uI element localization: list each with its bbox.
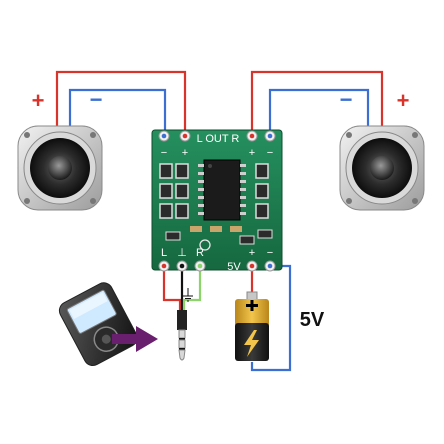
right-input-wire bbox=[182, 266, 202, 312]
power-minus-label: − bbox=[267, 247, 273, 259]
right-speaker-minus-label: − bbox=[340, 87, 353, 112]
right-out-plus-label: + bbox=[249, 147, 255, 159]
output-pads bbox=[158, 130, 276, 142]
speaker-wires bbox=[55, 70, 384, 134]
arrow-right-icon bbox=[112, 326, 158, 352]
amplifier-ic-chip bbox=[198, 159, 246, 221]
input-ground-label: ⊥ bbox=[177, 247, 187, 259]
amplifier-board: L OUT R − + + − bbox=[151, 129, 283, 273]
music-player-icon bbox=[58, 282, 138, 367]
output-label: L OUT R bbox=[197, 133, 240, 145]
right-speaker-negative-wire bbox=[268, 88, 370, 134]
left-speaker-plus-label: + bbox=[32, 88, 45, 113]
power-negative-wire bbox=[250, 264, 292, 372]
input-wires bbox=[162, 266, 202, 312]
power-voltage-label: 5V bbox=[227, 261, 241, 273]
left-speaker-minus-label: − bbox=[90, 87, 103, 112]
left-out-minus-label: − bbox=[161, 147, 167, 159]
left-input-wire bbox=[162, 266, 182, 312]
right-speaker-positive-wire bbox=[250, 70, 384, 134]
smd-components bbox=[159, 163, 273, 251]
input-pads bbox=[158, 260, 276, 272]
audio-jack-icon bbox=[177, 310, 187, 361]
battery-icon bbox=[235, 291, 269, 361]
input-right-label: R bbox=[196, 247, 204, 259]
right-speaker bbox=[339, 125, 425, 211]
left-speaker-positive-wire bbox=[55, 70, 187, 134]
left-speaker-negative-wire bbox=[68, 88, 167, 134]
power-plus-label: + bbox=[249, 247, 255, 259]
battery-voltage-label: 5V bbox=[300, 309, 325, 331]
right-speaker-plus-label: + bbox=[397, 88, 410, 113]
left-out-plus-label: + bbox=[182, 147, 188, 159]
right-out-minus-label: − bbox=[267, 147, 273, 159]
input-left-label: L bbox=[161, 247, 167, 259]
left-speaker bbox=[17, 125, 103, 211]
ground-symbol-icon bbox=[183, 288, 193, 302]
